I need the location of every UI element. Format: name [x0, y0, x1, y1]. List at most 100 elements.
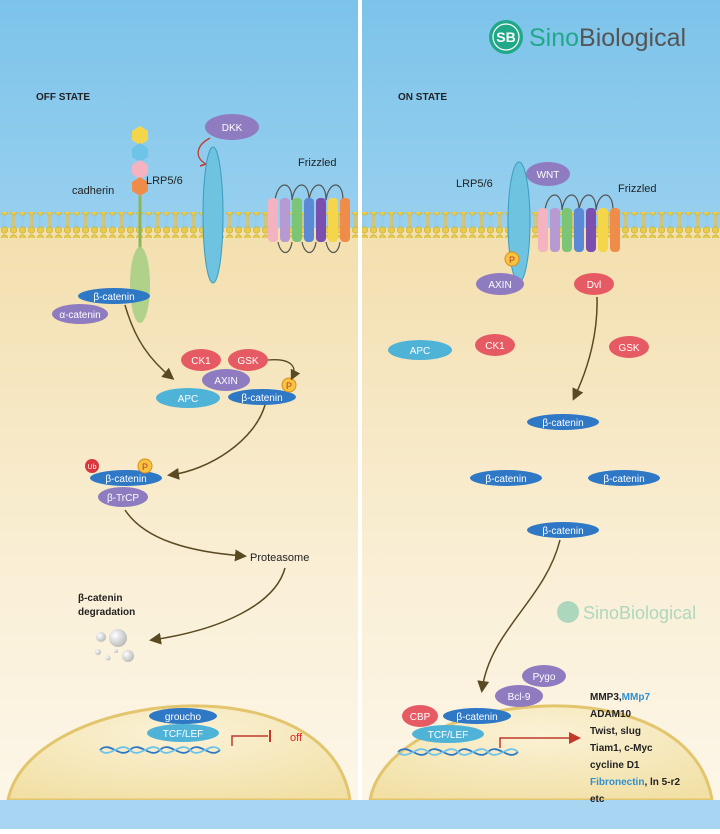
- cbp-label: CBP: [410, 712, 431, 723]
- on-axin-label: AXIN: [488, 280, 511, 291]
- on-phospho-badge: [504, 251, 520, 267]
- on-tcf-protein: [412, 725, 484, 743]
- on-gsk-protein: [609, 336, 649, 358]
- on-gsk-label: GSK: [618, 343, 639, 354]
- off-arrow-1: [124, 304, 175, 380]
- wnt-label: WNT: [537, 170, 560, 181]
- degradation-label-2: degradation: [78, 607, 135, 618]
- off-dna-icon: [99, 746, 221, 754]
- groucho-label: groucho: [165, 712, 202, 723]
- logo-text-biological: Biological: [579, 24, 686, 52]
- logo-badge-icon: [489, 20, 523, 54]
- target-tiam: Tiam1, c-Myc: [590, 743, 653, 754]
- dvl-label: Dvl: [587, 280, 601, 291]
- on-dna-icon: [397, 748, 519, 756]
- target-mmp7: MMp7: [622, 692, 651, 703]
- off-phospho-badge-2: [137, 458, 153, 474]
- off-nucleus: [6, 704, 352, 802]
- on-axin-protein: [476, 273, 524, 295]
- btrcp-protein: [98, 487, 148, 507]
- degradation-fragments-icon: [95, 629, 134, 662]
- on-panel: [362, 0, 720, 829]
- off-beta-catenin-ub-label: β-catenin: [105, 474, 146, 485]
- proteasome-label: Proteasome: [250, 552, 309, 564]
- on-beta-catenin-3: [588, 470, 660, 486]
- target-fibronectin: Fibronectin: [590, 777, 644, 788]
- on-beta-catenin-2: [470, 470, 542, 486]
- off-axin-label: AXIN: [214, 376, 237, 387]
- off-phospho-badge-1: [281, 377, 297, 393]
- on-arrow-2: [477, 539, 561, 693]
- target-mmp3: MMP3,: [590, 692, 622, 703]
- dvl-protein: [574, 273, 614, 295]
- off-tcf-protein: [147, 724, 219, 742]
- off-phospho-label-1: P: [286, 381, 292, 391]
- on-lrp-label: LRP5/6: [456, 178, 493, 190]
- watermark: SinoBiological: [557, 601, 696, 623]
- bottom-band: [0, 800, 720, 829]
- off-lrp-label: LRP5/6: [146, 175, 183, 187]
- on-activation-arrow: [499, 732, 581, 748]
- on-beta-catenin-4: [527, 522, 599, 538]
- off-beta-catenin-complex: [228, 389, 296, 405]
- on-tcf-label: TCF/LEF: [428, 730, 469, 741]
- sino-logo: SB SinoBiological: [489, 20, 686, 54]
- pygo-protein: [522, 665, 566, 687]
- on-phospho-label: P: [509, 255, 515, 265]
- target-ln: , ln 5-r2: [644, 777, 680, 788]
- alpha-catenin-label: α-catenin: [59, 310, 100, 321]
- on-frizzled-label: Frizzled: [618, 183, 657, 195]
- ub-label: Ub: [88, 464, 97, 471]
- off-arrow-3: [124, 509, 247, 562]
- off-inhibit-line: [231, 735, 268, 746]
- on-beta-catenin-2-label: β-catenin: [485, 474, 526, 485]
- logo-badge-text: SB: [496, 29, 515, 45]
- wnt-protein: [526, 162, 570, 186]
- bcl9-protein: [495, 685, 543, 707]
- svg-text:SinoBiological: SinoBiological: [529, 24, 686, 52]
- cadherin-complex: cadherin: [72, 126, 150, 323]
- dkk-protein: [205, 114, 259, 140]
- off-arrow-2: [167, 404, 266, 480]
- btrcp-label: β-TrCP: [107, 493, 139, 504]
- off-beta-catenin-membrane-label: β-catenin: [93, 292, 134, 303]
- off-panel: [0, 0, 358, 829]
- on-apc-label: APC: [410, 346, 431, 357]
- target-genes: MMP3,MMp7 ADAM10 Twist, slug Tiam1, c-My…: [590, 692, 680, 805]
- on-ck1-label: CK1: [485, 341, 505, 352]
- cadherin-label: cadherin: [72, 185, 114, 197]
- off-arrow-4: [149, 567, 286, 645]
- watermark-text: SinoBiological: [583, 603, 696, 623]
- degradation-label-1: β-catenin: [78, 593, 122, 604]
- on-beta-catenin-1: [527, 414, 599, 430]
- dkk-label: DKK: [222, 123, 243, 134]
- target-etc: etc: [590, 794, 605, 805]
- off-gsk-protein: [228, 349, 268, 371]
- off-beta-catenin-ub: [90, 470, 162, 486]
- on-state-title: ON STATE: [398, 92, 447, 103]
- logo-text-sino: Sino: [529, 24, 579, 52]
- off-label: off: [290, 732, 303, 744]
- off-ck1-label: CK1: [191, 356, 211, 367]
- cbp-protein: [402, 705, 438, 727]
- on-beta-catenin-4-label: β-catenin: [542, 526, 583, 537]
- off-tcf-label: TCF/LEF: [163, 729, 204, 740]
- on-ck1-protein: [475, 334, 515, 356]
- off-frizzled-receptor: [268, 184, 350, 254]
- off-beta-catenin-complex-label: β-catenin: [241, 393, 282, 404]
- pygo-label: Pygo: [533, 672, 556, 683]
- off-axin-protein: [202, 369, 250, 391]
- target-cycline: cycline D1: [590, 760, 640, 771]
- target-adam10: ADAM10: [590, 709, 632, 720]
- off-gsk-arrow: [267, 359, 301, 381]
- off-apc-protein: [156, 388, 220, 408]
- svg-text:Fibronectin, ln 5-r2: Fibronectin, ln 5-r2: [590, 777, 680, 788]
- alpha-catenin-protein: [52, 304, 108, 324]
- off-phospho-label-2: P: [142, 462, 148, 472]
- panel-divider: [358, 0, 362, 829]
- on-beta-catenin-nuclear-label: β-catenin: [456, 712, 497, 723]
- on-beta-catenin-1-label: β-catenin: [542, 418, 583, 429]
- off-beta-catenin-membrane: [78, 288, 150, 304]
